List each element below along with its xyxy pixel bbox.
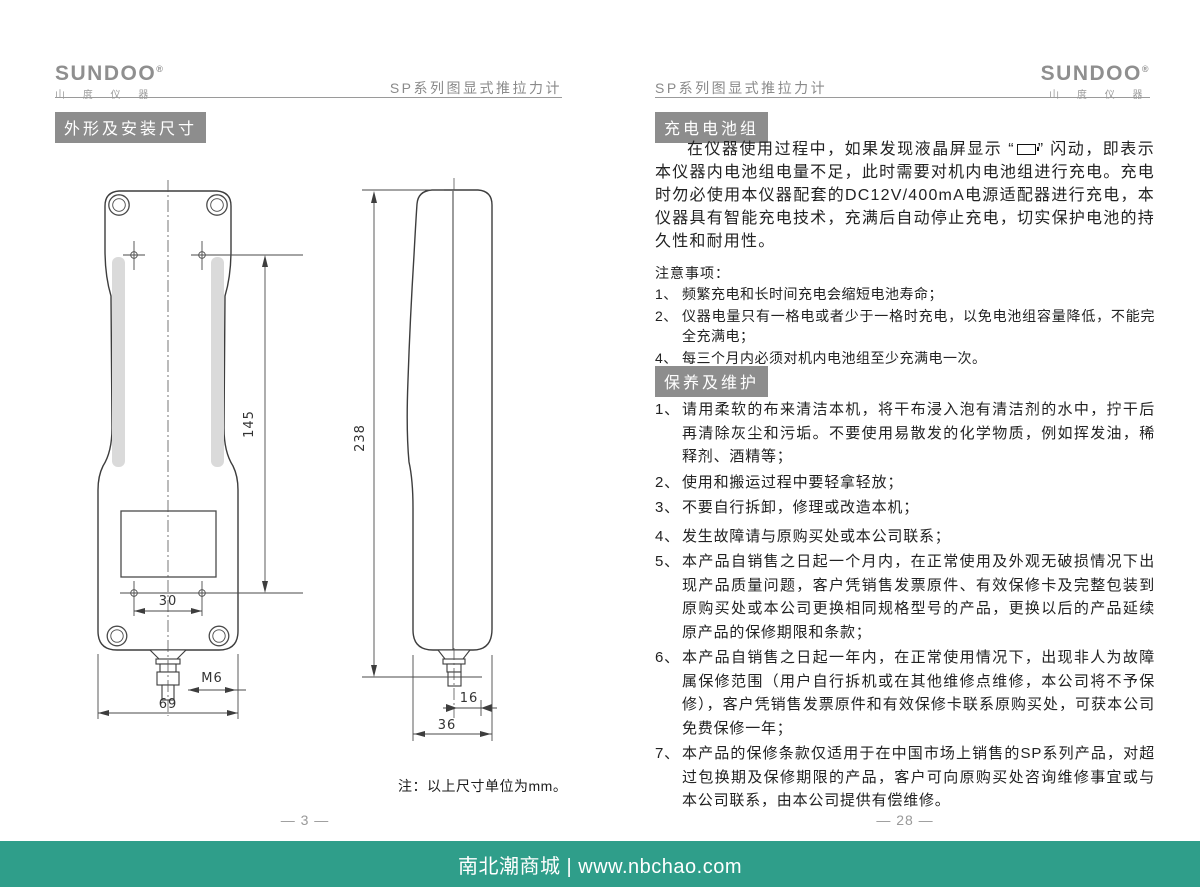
dimension-36: 36 xyxy=(412,655,493,741)
maintenance-list: 1、 请用柔软的布来清洁本机，将干布浸入泡有清洁剂的水中，拧干后再清除灰尘和污垢… xyxy=(655,398,1155,815)
item-number: 7、 xyxy=(655,745,680,762)
item-text: 不要自行拆卸，修理或改造本机； xyxy=(682,499,920,516)
screw-hole xyxy=(208,625,230,647)
section-title-maintenance: 保养及维护 xyxy=(655,366,769,397)
svg-text:69: 69 xyxy=(159,697,178,712)
brand-logo-left: SUNDOO® 山 度 仪 器 xyxy=(55,58,165,102)
screw-hole xyxy=(212,629,226,643)
crosshair xyxy=(191,241,213,270)
item-text: 使用和搬运过程中要轻拿轻放； xyxy=(682,473,904,491)
brand-subtitle: 山 度 仪 器 xyxy=(55,90,156,101)
dimension-m6: M6 xyxy=(188,671,246,693)
list-item: 6、 本产品自销售之日起一年内，在正常使用情况下，出现非人为故障属保修范围（用户… xyxy=(655,646,1155,740)
units-note: 注：以上尺寸单位为mm。 xyxy=(398,778,568,794)
display-window xyxy=(120,510,217,578)
screw-hole xyxy=(206,194,228,216)
section-title-battery: 充电电池组 xyxy=(655,112,769,143)
item-number: 5、 xyxy=(655,553,680,570)
list-item: 3、 不要自行拆卸，修理或改造本机； xyxy=(655,496,1155,520)
list-item: 1、 请用柔软的布来清洁本机，将干布浸入泡有清洁剂的水中，拧干后再清除灰尘和污垢… xyxy=(655,398,1155,469)
running-header-left: SP系列图显式推拉力计 xyxy=(389,80,562,96)
notes-list: 1、 频繁充电和长时间充电会缩短电池寿命； 2、 仪器电量只有一格电或者少于一格… xyxy=(655,284,1155,370)
screw-hole xyxy=(112,198,126,212)
screw-hole xyxy=(108,194,130,216)
header-rule-right xyxy=(655,97,1150,98)
dimension-238: 238 xyxy=(353,189,482,678)
svg-text:145: 145 xyxy=(242,410,257,438)
front-view: 145 30 M6 69 xyxy=(97,180,303,719)
registered-mark: ® xyxy=(156,64,165,74)
running-header-right: SP系列图显式推拉力计 xyxy=(655,80,828,96)
dimension-145: 145 xyxy=(242,255,268,593)
item-number: 3、 xyxy=(655,499,680,516)
item-number: 1、 xyxy=(655,286,678,302)
notes-title: 注意事项： xyxy=(655,265,730,281)
brand-logo-right: SUNDOO® 山 度 仪 器 xyxy=(1040,58,1150,102)
screw-hole xyxy=(110,629,124,643)
registered-mark: ® xyxy=(1141,64,1150,74)
dimension-69: 69 xyxy=(97,654,239,719)
svg-text:M6: M6 xyxy=(201,671,223,686)
list-item: 4、 每三个月内必须对机内电池组至少充满电一次。 xyxy=(655,348,1155,368)
item-number: 1、 xyxy=(655,401,680,418)
list-item: 5、 本产品自销售之日起一个月内，在正常使用及外观无破损情况下出现产品质量问题，… xyxy=(655,550,1155,644)
battery-paragraph: 在仪器使用过程中，如果发现液晶屏显示 “” 闪动，即表示本仪器内电池组电量不足，… xyxy=(655,138,1155,253)
battery-paragraph-before: 在仪器使用过程中，如果发现液晶屏显示 “ xyxy=(687,141,1015,158)
list-item: 2、 仪器电量只有一格电或者少于一格时充电，以免电池组容量降低，不能完全充满电； xyxy=(655,306,1155,346)
svg-text:30: 30 xyxy=(159,594,178,609)
grip-pad-left xyxy=(112,257,125,467)
battery-paragraph-after: ” 闪动，即表示本仪器内电池组电量不足，此时需要对机内电池组进行充电。充电时勿必… xyxy=(655,141,1156,250)
brand-wordmark: SUNDOO® xyxy=(55,62,165,85)
dimension-30: 30 xyxy=(134,594,202,614)
list-item: 2、 使用和搬运过程中要轻拿轻放； xyxy=(655,471,1155,495)
screw-hole xyxy=(106,625,128,647)
battery-low-icon xyxy=(1016,144,1040,155)
item-number: 6、 xyxy=(655,649,680,666)
item-number: 2、 xyxy=(655,473,680,491)
page-number-left: — 3 — xyxy=(280,812,330,828)
brand-subtitle: 山 度 仪 器 xyxy=(1049,90,1150,101)
list-item: 1、 频繁充电和长时间充电会缩短电池寿命； xyxy=(655,284,1155,304)
list-item: 4、 发生故障请与原购买处或本公司联系； xyxy=(655,525,1155,549)
side-body-outline xyxy=(406,189,493,651)
grip-pad-right xyxy=(211,257,224,467)
header-rule-left xyxy=(55,97,562,98)
item-text: 发生故障请与原购买处或本公司联系； xyxy=(682,527,951,545)
item-number: 2、 xyxy=(655,308,678,324)
side-view: 238 16 36 xyxy=(353,178,497,741)
crosshair xyxy=(123,241,145,270)
screw-hole xyxy=(210,198,224,212)
item-number: 4、 xyxy=(655,527,680,545)
list-item: 7、 本产品的保修条款仅适用于在中国市场上销售的SP系列产品，对超过包换期及保修… xyxy=(655,742,1155,813)
item-text: 本产品自销售之日起一年内，在正常使用情况下，出现非人为故障属保修范围（用户自行拆… xyxy=(682,649,1155,737)
item-text: 本产品的保修条款仅适用于在中国市场上销售的SP系列产品，对超过包换期及保修期限的… xyxy=(682,745,1155,809)
item-number: 4、 xyxy=(655,350,678,366)
svg-text:36: 36 xyxy=(438,718,457,733)
technical-drawing: 145 30 M6 69 xyxy=(97,178,497,741)
page-number-right: — 28 — xyxy=(876,812,934,828)
item-text: 仪器电量只有一格电或者少于一格时充电，以免电池组容量降低，不能完全充满电； xyxy=(682,308,1155,344)
svg-text:16: 16 xyxy=(460,691,479,706)
watermark-bar: 南北潮商城 | www.nbchao.com xyxy=(0,841,1200,887)
svg-text:238: 238 xyxy=(353,424,368,452)
item-text: 请用柔软的布来清洁本机，将干布浸入泡有清洁剂的水中，拧干后再清除灰尘和污垢。不要… xyxy=(682,401,1155,465)
brand-wordmark: SUNDOO® xyxy=(1040,62,1150,85)
watermark-text: 南北潮商城 | www.nbchao.com xyxy=(457,855,743,878)
item-text: 频繁充电和长时间充电会缩短电池寿命； xyxy=(682,286,943,302)
dimension-16: 16 xyxy=(443,691,497,716)
section-title-dimensions: 外形及安装尺寸 xyxy=(55,112,207,143)
item-text: 本产品自销售之日起一个月内，在正常使用及外观无破损情况下出现产品质量问题，客户凭… xyxy=(682,553,1155,641)
item-text: 每三个月内必须对机内电池组至少充满电一次。 xyxy=(682,350,987,366)
